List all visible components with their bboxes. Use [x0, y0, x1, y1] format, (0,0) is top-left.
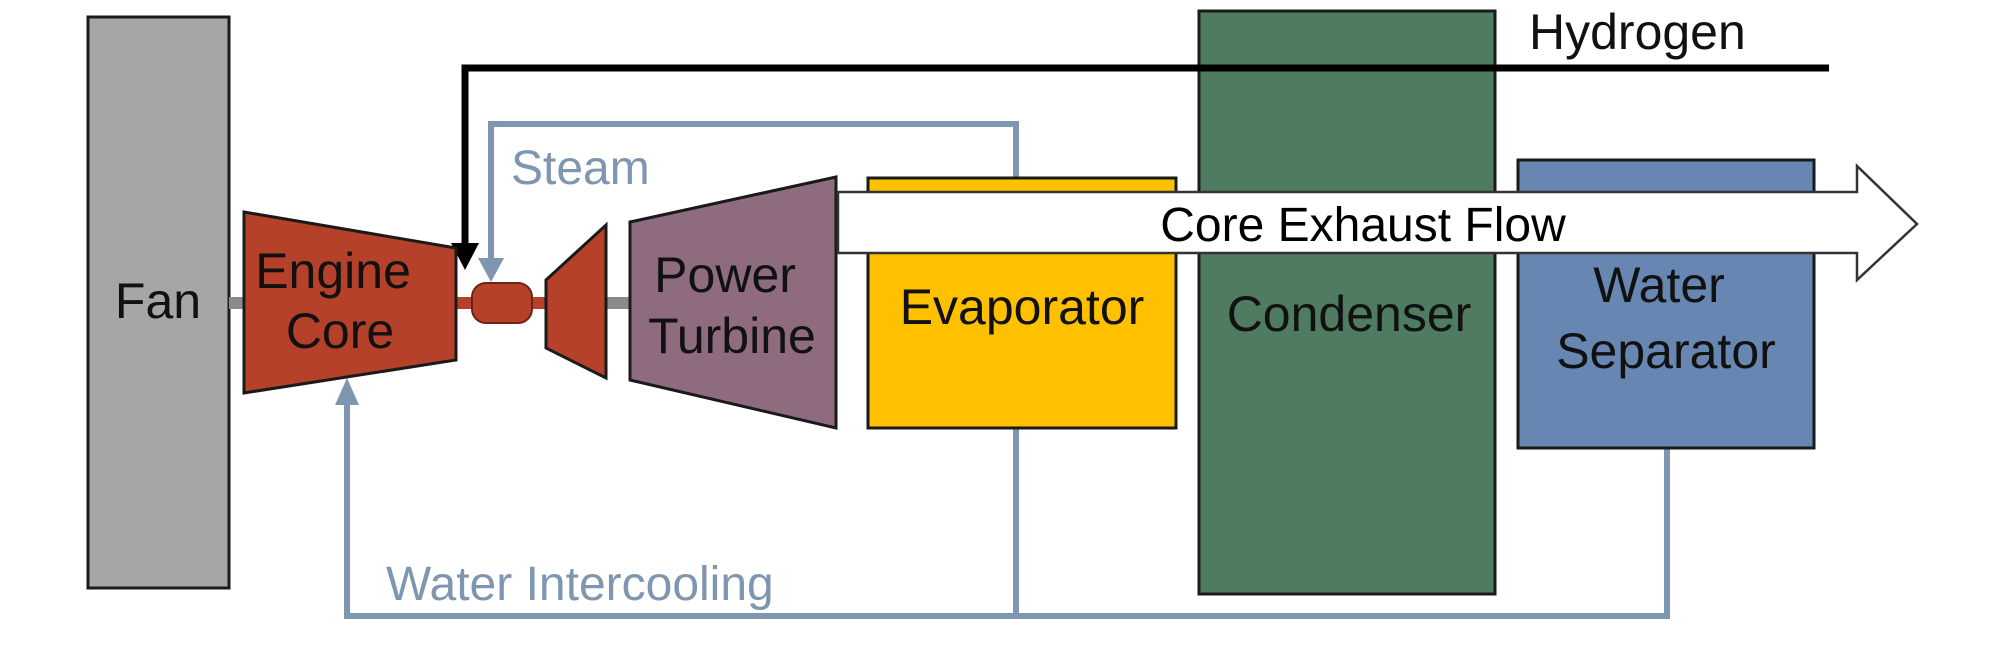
water-separator-label: Water Separator [1556, 257, 1776, 379]
power-turbine-label-line1: Power [654, 247, 796, 303]
condenser-label: Condenser [1227, 286, 1472, 342]
steam-line [488, 121, 1019, 268]
power-turbine-label-line2: Turbine [648, 308, 816, 364]
engine-core-label-line1: Engine [255, 243, 411, 299]
water-intercooling-lines [344, 388, 1670, 619]
condenser-box [1197, 9, 1497, 596]
water-return-line [344, 388, 1670, 619]
engine-core-label: Engine Core [255, 243, 425, 359]
water-intercooling-label: Water Intercooling [386, 558, 774, 611]
core-exhaust-arrow [836, 163, 1919, 283]
hydrogen-line [461, 64, 1829, 248]
engine-core-shape [242, 210, 458, 395]
steam-label: Steam [511, 142, 650, 195]
power-turbine-shape [628, 175, 838, 430]
hp-turbine-shape [544, 221, 608, 381]
fan-box [86, 15, 231, 590]
hydrogen-label: Hydrogen [1529, 4, 1746, 60]
combustor-shape [471, 282, 533, 324]
engine-core-label-line2: Core [286, 303, 394, 359]
hydrogen-arrow-head [451, 243, 479, 270]
steam-arrow-head [478, 258, 504, 282]
water-separator-label-line1: Water [1593, 257, 1725, 313]
intercooling-arrow-head [335, 378, 359, 405]
core-exhaust-label: Core Exhaust Flow [1160, 199, 1566, 252]
evaporator-label: Evaporator [900, 279, 1145, 335]
power-turbine-label: Power Turbine [648, 247, 816, 364]
fan-label: Fan [115, 273, 201, 329]
water-separator-label-line2: Separator [1556, 323, 1776, 379]
